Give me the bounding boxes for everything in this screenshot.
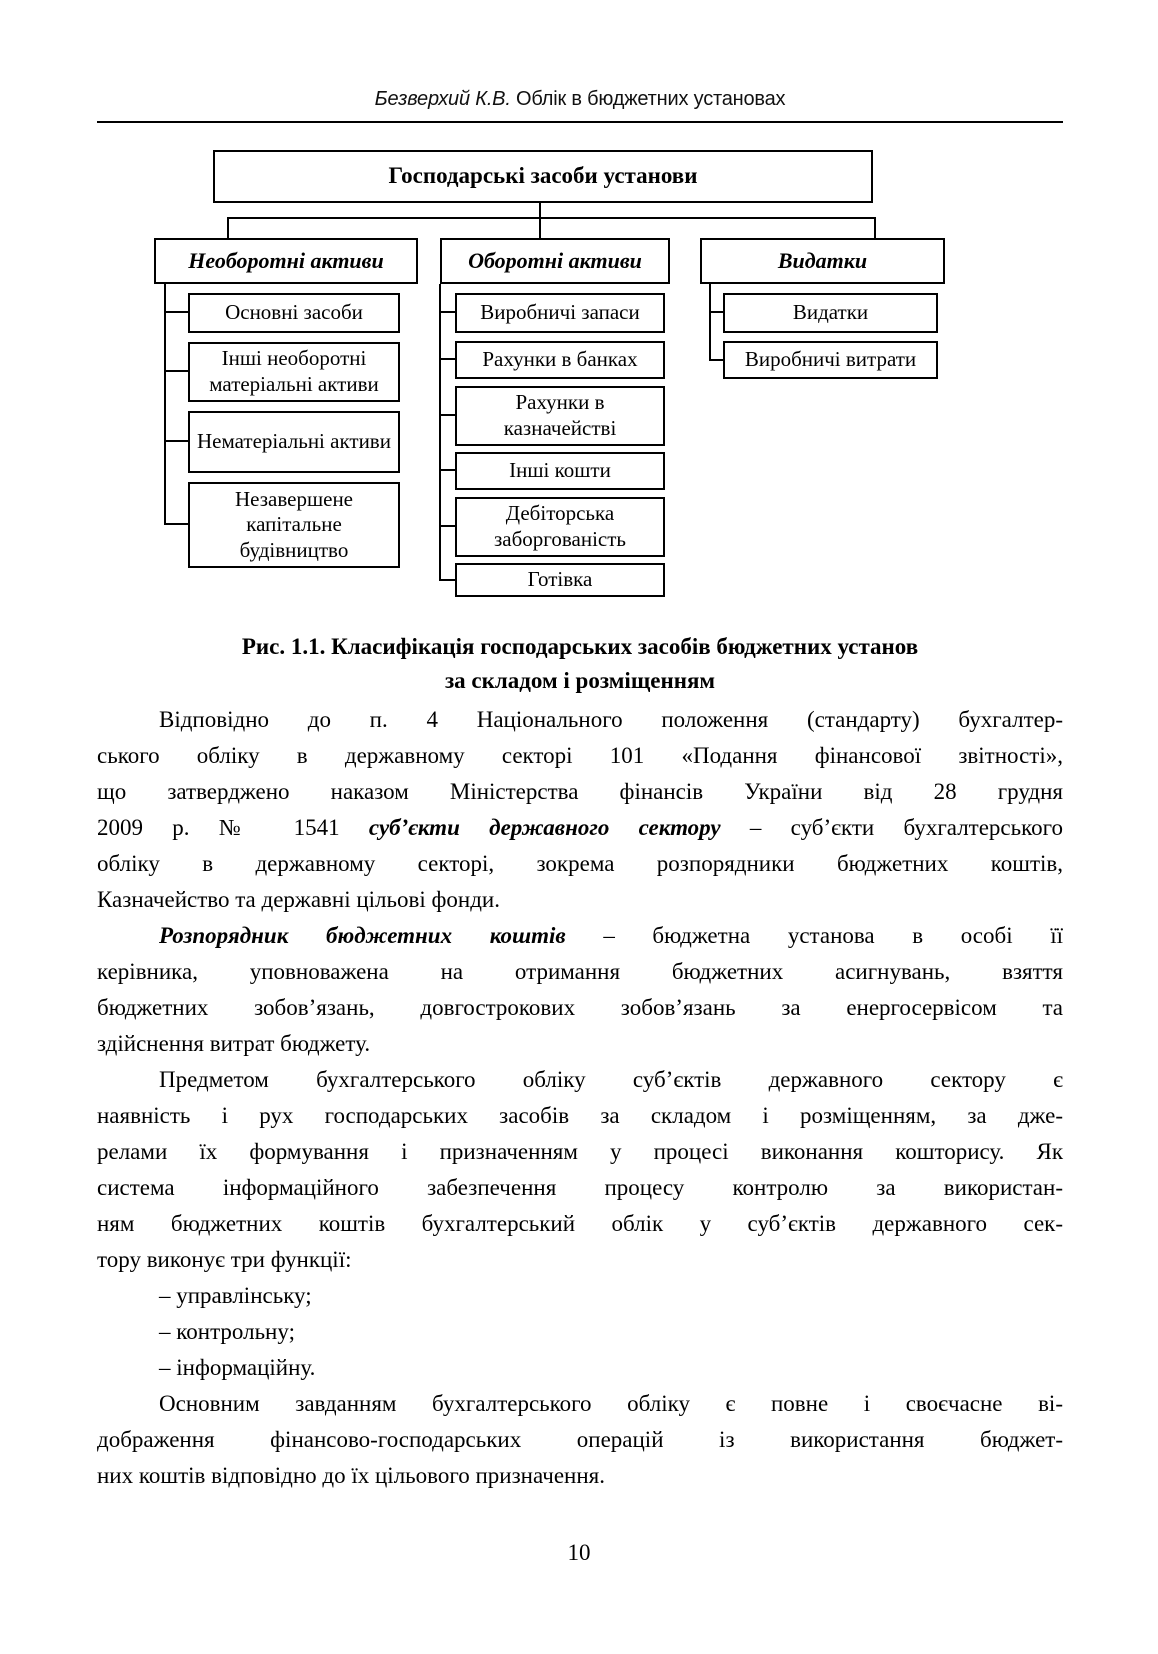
connector-line: [439, 525, 455, 527]
text-line: ням бюджетних коштів бухгалтерський облі…: [97, 1206, 1063, 1242]
text-segment: них коштів відповідно до їх цільового пр…: [97, 1463, 605, 1488]
figure-caption-line2: за складом і розміщенням: [444, 668, 716, 693]
text-segment: суб’єкти державного сектору: [368, 815, 721, 840]
text-line: них коштів відповідно до їх цільового пр…: [97, 1458, 1063, 1494]
text-segment: ням бюджетних коштів бухгалтерський облі…: [97, 1211, 1063, 1236]
paragraph: Розпорядник бюджетних коштів – бюджетна …: [97, 918, 1063, 1062]
text-segment: Відповідно до п. 4 Національного положен…: [159, 707, 1063, 732]
text-segment: – суб’єкти бухгалтерського: [720, 815, 1063, 840]
connector-line: [227, 217, 229, 238]
text-segment: релами їх формування і призначенням у пр…: [97, 1139, 1063, 1164]
diagram-branch-expenses: Видатки: [700, 238, 945, 284]
text-segment: – бюджетна установа в особі її: [565, 923, 1063, 948]
diagram-node: Виробничі витрати: [723, 341, 938, 379]
list-item: – управлінську;: [97, 1278, 1063, 1314]
connector-line: [439, 358, 455, 360]
header-rule: [97, 121, 1063, 123]
text-segment: – інформаційну.: [159, 1355, 316, 1380]
text-segment: – контрольну;: [159, 1319, 295, 1344]
text-segment: система інформаційного забезпечення проц…: [97, 1175, 1063, 1200]
paragraph: Відповідно до п. 4 Національного положен…: [97, 702, 1063, 918]
connector-line: [439, 469, 455, 471]
diagram-node: Рахунки в казначействі: [455, 386, 665, 446]
text-segment: 2009 р. № 1541: [97, 815, 369, 840]
connector-line: [709, 359, 723, 361]
text-segment: керівника, уповноважена на отримання бюд…: [97, 959, 1063, 984]
text-line: наявність і рух господарських засобів за…: [97, 1098, 1063, 1134]
text-segment: ського обліку в державному секторі 101 «…: [97, 743, 1063, 768]
text-segment: бюджетних зобов’язань, довгострокових зо…: [97, 995, 1063, 1020]
text-segment: обліку в державному секторі, зокрема роз…: [97, 851, 1063, 876]
connector-line: [874, 217, 876, 238]
connector-line: [439, 284, 441, 581]
connector-line: [439, 311, 455, 313]
header-title: Облік в бюджетних установах: [510, 88, 786, 110]
diagram-node: Незавершене капітальне будівництво: [188, 482, 400, 568]
diagram-node: Нематеріальні активи: [188, 411, 400, 473]
diagram-node: Виробничі запаси: [455, 293, 665, 333]
header-author: Безверхий К.В.: [374, 88, 511, 110]
diagram-node: Основні засоби: [188, 293, 400, 333]
text-line: Казначейство та державні цільові фонди.: [97, 882, 1063, 918]
text-line: Основним завданням бухгалтерського облік…: [97, 1386, 1063, 1422]
text-line: релами їх формування і призначенням у пр…: [97, 1134, 1063, 1170]
text-line: здійснення витрат бюджету.: [97, 1026, 1063, 1062]
text-segment: Предметом бухгалтерського обліку суб’єкт…: [159, 1067, 1063, 1092]
text-segment: Розпорядник бюджетних коштів: [159, 923, 566, 948]
figure-caption: Рис. 1.1. Класифікація господарських зас…: [97, 630, 1063, 698]
text-segment: дображення фінансово-господарських опера…: [97, 1427, 1063, 1452]
paragraph: Предметом бухгалтерського обліку суб’єкт…: [97, 1062, 1063, 1278]
running-header: Безверхий К.В. Облік в бюджетних установ…: [97, 88, 1063, 111]
text-segment: що затверджено наказом Міністерства фіна…: [97, 779, 1063, 804]
text-segment: тору виконує три функції:: [97, 1247, 352, 1272]
diagram-node: Дебіторська заборгованість: [455, 497, 665, 557]
connector-line: [709, 311, 723, 313]
text-line: ського обліку в державному секторі 101 «…: [97, 738, 1063, 774]
list-item: – інформаційну.: [97, 1350, 1063, 1386]
text-segment: Казначейство та державні цільові фонди.: [97, 887, 500, 912]
text-line: керівника, уповноважена на отримання бюд…: [97, 954, 1063, 990]
diagram-branch-current: Оборотні активи: [440, 238, 670, 284]
list-item: – контрольну;: [97, 1314, 1063, 1350]
text-line: дображення фінансово-господарських опера…: [97, 1422, 1063, 1458]
text-line: система інформаційного забезпечення проц…: [97, 1170, 1063, 1206]
diagram-branch-necurrent: Необоротні активи: [154, 238, 418, 284]
connector-line: [164, 284, 166, 525]
connector-line: [539, 203, 541, 238]
connector-line: [164, 311, 188, 313]
text-segment: наявність і рух господарських засобів за…: [97, 1103, 1063, 1128]
text-line: 2009 р. № 1541 суб’єкти державного секто…: [97, 810, 1063, 846]
text-line: Предметом бухгалтерського обліку суб’єкт…: [97, 1062, 1063, 1098]
text-line: – управлінську;: [97, 1278, 1063, 1314]
connector-line: [164, 523, 188, 525]
diagram-node: Інші необоротні матеріальні активи: [188, 342, 400, 402]
text-line: що затверджено наказом Міністерства фіна…: [97, 774, 1063, 810]
connector-line: [227, 217, 876, 219]
text-segment: здійснення витрат бюджету.: [97, 1031, 371, 1056]
text-line: Відповідно до п. 4 Національного положен…: [97, 702, 1063, 738]
diagram-node: Інші кошти: [455, 452, 665, 490]
text-line: обліку в державному секторі, зокрема роз…: [97, 846, 1063, 882]
page-number: 10: [567, 1540, 591, 1565]
diagram-node: Готівка: [455, 563, 665, 597]
body-text: Відповідно до п. 4 Національного положен…: [97, 702, 1063, 1494]
text-line: Розпорядник бюджетних коштів – бюджетна …: [97, 918, 1063, 954]
text-line: – контрольну;: [97, 1314, 1063, 1350]
text-line: бюджетних зобов’язань, довгострокових зо…: [97, 990, 1063, 1026]
text-line: – інформаційну.: [97, 1350, 1063, 1386]
connector-line: [439, 414, 455, 416]
connector-line: [164, 370, 188, 372]
paragraph: Основним завданням бухгалтерського облік…: [97, 1386, 1063, 1494]
figure-caption-line1: Рис. 1.1. Класифікація господарських зас…: [241, 634, 919, 659]
text-segment: Основним завданням бухгалтерського облік…: [159, 1391, 1063, 1416]
text-line: тору виконує три функції:: [97, 1242, 1063, 1278]
text-segment: – управлінську;: [159, 1283, 312, 1308]
diagram-node: Видатки: [723, 293, 938, 333]
connector-line: [439, 579, 455, 581]
connector-line: [164, 440, 188, 442]
connector-line: [709, 284, 711, 361]
diagram-node: Рахунки в банках: [455, 341, 665, 379]
diagram-root-box: Господарські засоби установи: [213, 150, 873, 203]
